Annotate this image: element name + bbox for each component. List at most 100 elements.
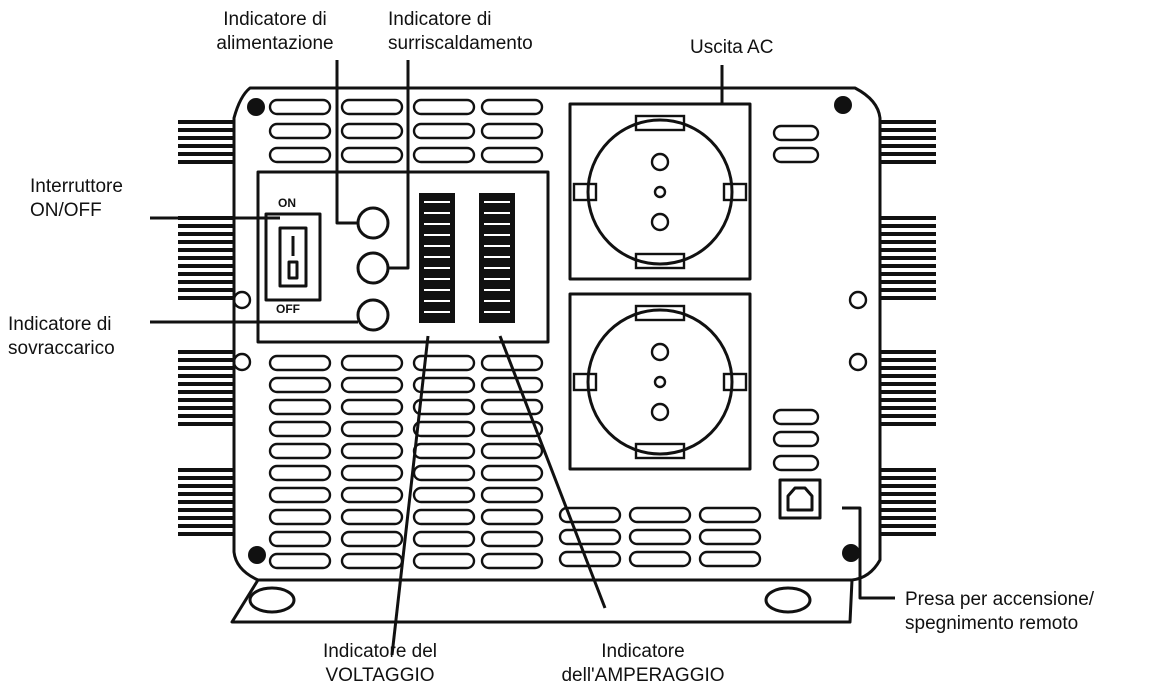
vent-slot	[628, 550, 692, 568]
earth-clip	[722, 182, 748, 202]
mount-hole	[232, 352, 252, 372]
vent-slot	[480, 146, 544, 164]
vent-slot	[412, 420, 476, 438]
vent-slot	[480, 464, 544, 482]
vent-slot	[628, 528, 692, 546]
vent-slot	[480, 420, 544, 438]
vent-slot	[412, 508, 476, 526]
socket-pin-hole	[650, 152, 670, 172]
vent-slot	[340, 552, 404, 570]
vent-slot	[480, 398, 544, 416]
vent-slot	[340, 376, 404, 394]
label-amperage-indicator-line1: Indicatore	[601, 641, 685, 662]
ac-socket	[586, 118, 734, 266]
mounting-flange	[230, 579, 854, 624]
vent-slot	[268, 122, 332, 140]
vent-slot	[412, 552, 476, 570]
label-voltage-indicator-line2: VOLTAGGIO	[325, 665, 435, 686]
label-amperage-indicator: Indicatore dell'AMPERAGGIO	[538, 640, 748, 688]
leader-overheat-indicator	[388, 60, 410, 270]
vent-slot	[698, 506, 762, 524]
vent-slot	[772, 430, 820, 448]
leader-voltage-indicator	[390, 335, 430, 656]
remote-jack	[778, 478, 822, 520]
vent-slot	[412, 98, 476, 116]
vent-slot	[558, 506, 622, 524]
socket-pin-hole	[650, 402, 670, 422]
label-remote-port-line2: spegnimento remoto	[905, 613, 1079, 634]
vent-slot	[480, 442, 544, 460]
label-overheat-indicator: Indicatore di surriscaldamento	[388, 8, 533, 56]
earth-clip	[572, 182, 598, 202]
vent-slot	[412, 398, 476, 416]
socket-pin-hole	[650, 212, 670, 232]
power-indicator-led	[356, 206, 390, 240]
vent-slot	[340, 146, 404, 164]
vent-slot	[480, 530, 544, 548]
vent-slot	[412, 464, 476, 482]
screw	[842, 544, 860, 562]
vent-slot	[268, 486, 332, 504]
vent-slot	[340, 98, 404, 116]
label-voltage-indicator: Indicatore del VOLTAGGIO	[300, 640, 460, 688]
vent-slot	[772, 146, 820, 164]
vent-slot	[480, 98, 544, 116]
vent-slot	[268, 552, 332, 570]
vent-slot	[412, 376, 476, 394]
vent-slot	[480, 354, 544, 372]
mount-hole	[232, 290, 252, 310]
socket-frame-top	[568, 102, 752, 281]
power-switch	[278, 226, 308, 288]
vent-slot	[268, 508, 332, 526]
label-overload-indicator: Indicatore di sovraccarico	[8, 313, 115, 361]
vent-slot	[340, 354, 404, 372]
socket-center-hole	[653, 185, 667, 199]
vent-slot	[268, 146, 332, 164]
vent-slot	[772, 408, 820, 426]
vent-slot	[340, 508, 404, 526]
power-switch-slot	[287, 260, 299, 280]
vent-slot	[268, 464, 332, 482]
screw	[834, 96, 852, 114]
vent-slot	[340, 122, 404, 140]
ac-socket	[586, 308, 734, 456]
vent-slot	[340, 420, 404, 438]
label-overheat-indicator-line2: surriscaldamento	[388, 33, 533, 54]
socket-pin-hole	[650, 342, 670, 362]
vent-slot	[698, 550, 762, 568]
label-remote-port: Presa per accensione/ spegnimento remoto	[905, 588, 1094, 636]
label-power-indicator-line2: alimentazione	[216, 33, 334, 54]
socket-notch	[634, 442, 686, 460]
label-overload-indicator-line2: sovraccarico	[8, 338, 115, 359]
socket-notch	[634, 252, 686, 270]
flange-hole-right	[764, 586, 812, 614]
label-overheat-indicator-line1: Indicatore di	[388, 9, 492, 30]
switch-on-mark: ON	[278, 196, 296, 210]
vent-slot	[268, 376, 332, 394]
vent-slot	[268, 354, 332, 372]
screw	[247, 98, 265, 116]
vent-slot	[558, 528, 622, 546]
vent-slot	[412, 442, 476, 460]
mount-hole	[848, 290, 868, 310]
vent-slot	[480, 376, 544, 394]
vent-slot	[268, 98, 332, 116]
label-voltage-indicator-line1: Indicatore del	[322, 641, 438, 662]
vent-slot	[480, 552, 544, 570]
label-ac-output: Uscita AC	[690, 36, 773, 60]
earth-clip	[572, 372, 598, 392]
vent-slot	[268, 420, 332, 438]
vent-slot	[268, 442, 332, 460]
vent-slot	[340, 442, 404, 460]
vent-slot	[480, 508, 544, 526]
label-power-indicator-line1: Indicatore di	[223, 9, 327, 30]
vent-slot	[558, 550, 622, 568]
overload-indicator-led	[356, 298, 390, 332]
label-onoff-switch: Interruttore ON/OFF	[30, 175, 123, 223]
vent-slot	[698, 528, 762, 546]
label-onoff-switch-line1: Interruttore	[30, 176, 123, 197]
vent-slot	[772, 124, 820, 142]
vent-slot	[340, 398, 404, 416]
vent-slot	[772, 454, 820, 472]
